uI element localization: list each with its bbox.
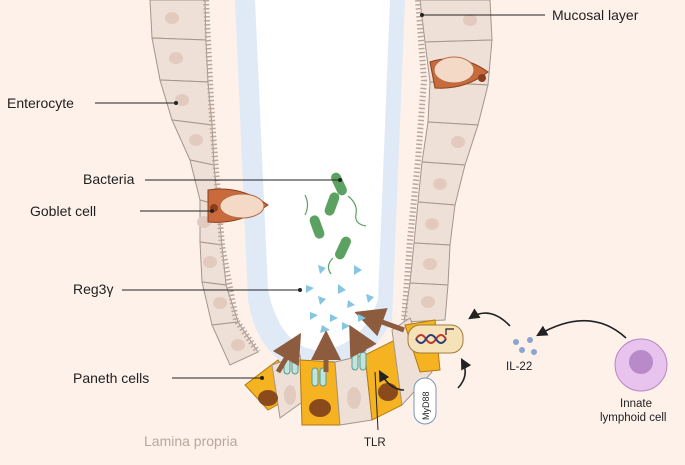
- goblet-cell-left: [207, 188, 269, 223]
- left-brush-border: [203, 0, 261, 354]
- leader-lines: [95, 14, 545, 431]
- label-mucosal-layer: Mucosal layer: [552, 7, 639, 23]
- label-enterocyte: Enterocyte: [7, 95, 74, 111]
- myd88-adaptor: [413, 377, 437, 425]
- il22-molecules: [513, 337, 537, 355]
- label-ilc-line1: Innate: [620, 398, 652, 410]
- label-il22: IL-22: [506, 361, 532, 373]
- innate-lymphoid-cell: [614, 338, 668, 392]
- label-lamina-propria: Lamina propria: [144, 433, 238, 449]
- bacteria-group: [304, 172, 367, 275]
- goblet-cell-right: [429, 56, 489, 89]
- right-epithelium: [403, 0, 493, 323]
- label-goblet-cell: Goblet cell: [30, 203, 96, 219]
- label-paneth-cells: Paneth cells: [73, 370, 149, 386]
- right-brush-border: [401, 0, 428, 321]
- label-bacteria: Bacteria: [83, 171, 135, 187]
- signaling-arrows: [378, 308, 627, 391]
- gene-expression-box: [407, 324, 464, 354]
- reg3g-peptides: [306, 265, 374, 333]
- label-ilc-line2: lymphoid cell: [600, 412, 666, 424]
- lumen: [255, 0, 390, 350]
- label-myd88: MyD88: [421, 391, 431, 420]
- label-reg3g: Reg3γ: [73, 281, 113, 297]
- secretion-arrows: [272, 308, 405, 374]
- paneth-cells: [244, 317, 441, 426]
- label-tlr: TLR: [364, 437, 386, 449]
